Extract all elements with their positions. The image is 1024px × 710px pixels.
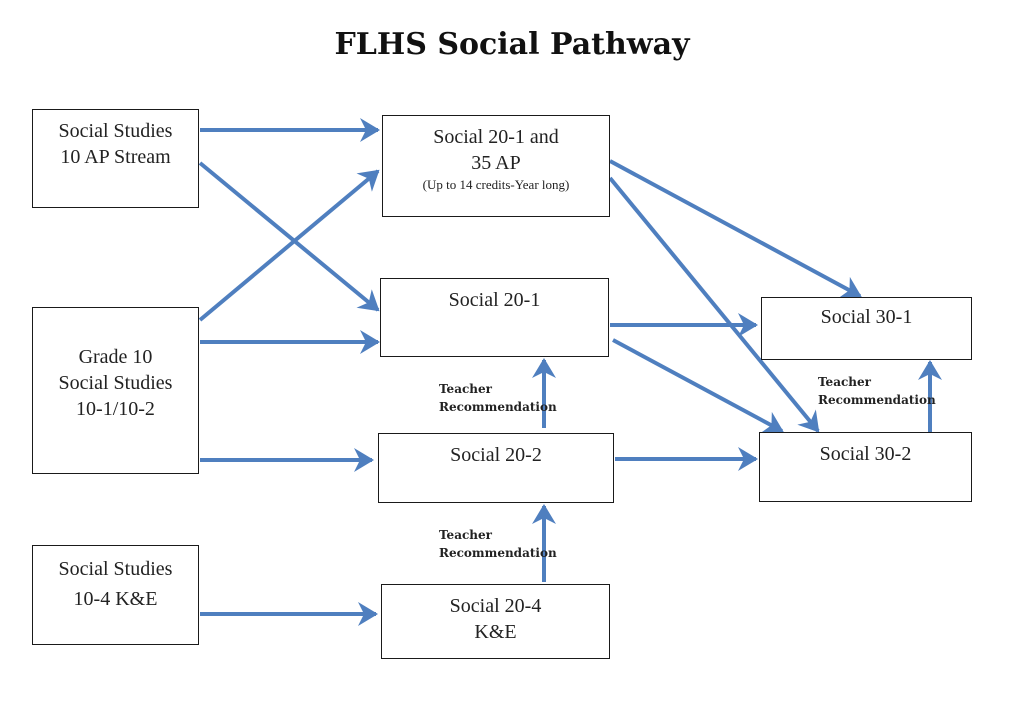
node-line: Social Studies <box>58 120 173 142</box>
label-teacher-recommendation-20-2-to-20-1: Teacher Recommendation <box>439 380 557 416</box>
arrow-s201ap-to-s301 <box>609 159 862 299</box>
node-social-20-2: Social 20-2 <box>378 433 614 503</box>
node-line: Social Studies <box>58 558 173 580</box>
node-social-studies-10-ap-stream: Social Studies 10 AP Stream <box>32 109 199 208</box>
label-line: Recommendation <box>439 400 557 414</box>
node-line: Social 20-1 and <box>433 126 559 148</box>
arrow-s201ap-to-s302 <box>608 176 820 433</box>
node-line: Social 30-2 <box>819 443 912 465</box>
node-line: Grade 10 <box>78 346 153 368</box>
node-line: Social 20-4 <box>449 595 542 617</box>
node-social-20-1: Social 20-1 <box>380 278 609 357</box>
label-line: Recommendation <box>818 393 936 407</box>
node-social-studies-10-4-ke: Social Studies 10-4 K&E <box>32 545 199 645</box>
node-line: Social 30-1 <box>820 306 913 328</box>
node-line: 10-1/10-2 <box>76 398 155 420</box>
node-line: K&E <box>474 621 517 643</box>
node-line: Social 20-1 <box>448 289 541 311</box>
label-line: Teacher <box>818 375 871 389</box>
label-teacher-recommendation-20-4-to-20-2: Teacher Recommendation <box>439 526 557 562</box>
node-note: (Up to 14 credits-Year long) <box>422 177 570 192</box>
arrow-grade10-to-s201ap <box>198 169 380 322</box>
node-social-30-1: Social 30-1 <box>761 297 972 360</box>
label-line: Recommendation <box>439 546 557 560</box>
label-line: Teacher <box>439 528 492 542</box>
node-grade-10-social-studies: Grade 10 Social Studies 10-1/10-2 <box>32 307 199 474</box>
node-line: Social Studies <box>58 372 173 394</box>
node-line: 10 AP Stream <box>60 146 171 168</box>
arrow-ss10ap-to-s201 <box>198 161 380 312</box>
node-social-20-4-ke: Social 20-4 K&E <box>381 584 610 659</box>
node-line: 35 AP <box>471 152 521 174</box>
label-line: Teacher <box>439 382 492 396</box>
node-line: Social 20-2 <box>450 444 542 466</box>
node-social-20-1-and-35-ap: Social 20-1 and 35 AP (Up to 14 credits-… <box>382 115 610 217</box>
arrow-s201-to-s302 <box>612 338 784 434</box>
node-line: 10-4 K&E <box>73 588 158 610</box>
node-social-30-2: Social 30-2 <box>759 432 972 502</box>
diagram-title: FLHS Social Pathway <box>334 27 690 62</box>
label-teacher-recommendation-30-2-to-30-1: Teacher Recommendation <box>818 373 936 409</box>
